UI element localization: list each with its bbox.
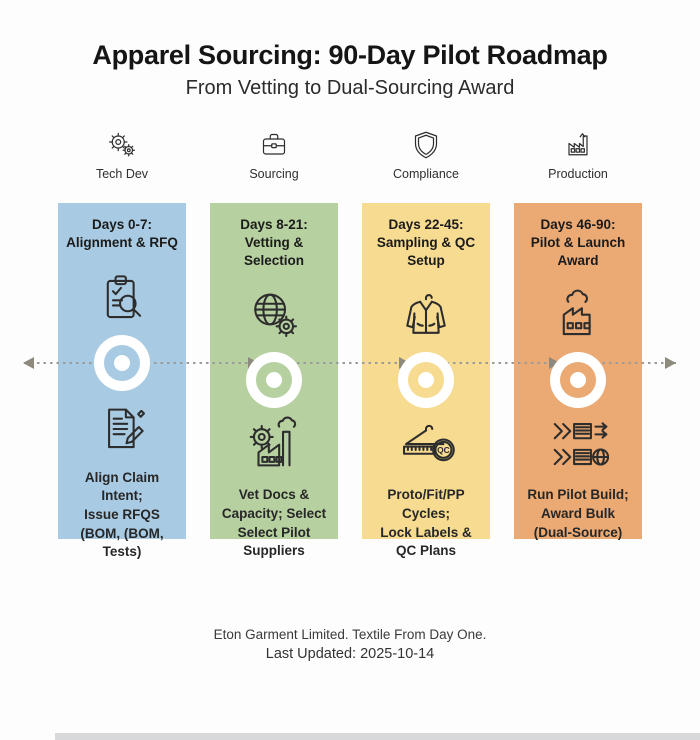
timeline-right-arrow-icon <box>665 357 676 369</box>
phase-heading: Days 0-7: Alignment & RFQ <box>66 217 178 250</box>
category-tech-dev: Tech Dev <box>58 126 186 181</box>
factory-smoke-icon <box>522 284 634 348</box>
page-title: Apparel Sourcing: 90-Day Pilot Roadmap <box>92 40 608 70</box>
timeline-node <box>398 352 454 409</box>
page-header: Apparel Sourcing: 90-Day Pilot Roadmap F… <box>0 40 700 100</box>
category-compliance: Compliance <box>362 126 490 181</box>
timeline-node-ring <box>256 362 292 399</box>
phase-description: Run Pilot Build; Award Bulk (Dual-Source… <box>527 487 629 540</box>
factory-icon <box>514 126 642 164</box>
svg-text:QC: QC <box>437 445 450 455</box>
category-label: Production <box>548 167 608 181</box>
footer-updated-line: Last Updated: 2025-10-14 <box>265 646 435 662</box>
hanger-ruler-qc-icon: QC <box>370 413 482 479</box>
phase-panel-2: Days 8-21: Vetting & Selection <box>210 203 338 558</box>
bottom-edge-strip <box>55 733 700 740</box>
timeline-node-dot <box>418 372 434 389</box>
page-subtitle: From Vetting to Dual-Sourcing Award <box>185 77 515 99</box>
timeline-node-dot <box>570 372 586 389</box>
dual-source-icon <box>522 413 634 479</box>
category-sourcing: Sourcing <box>210 126 338 181</box>
phase-description: Align Claim Intent; Issue RFQS (BOM, (BO… <box>80 469 164 560</box>
category-row: Tech Dev Sourcing Compliance <box>0 126 700 181</box>
timeline-node-dot <box>266 372 282 389</box>
globe-gear-icon <box>218 284 330 348</box>
phase-panel-4: Days 46-90: Pilot & Launch Award <box>514 203 642 540</box>
phase-heading: Days 22-45: Sampling & QC Setup <box>376 217 476 268</box>
footer-company-line: Eton Garment Limited. Textile From Day O… <box>213 627 487 642</box>
timeline-node-ring <box>104 344 140 381</box>
document-pencil-icon <box>66 396 178 462</box>
page-footer: Eton Garment Limited. Textile From Day O… <box>0 627 700 662</box>
timeline-node <box>246 352 302 409</box>
timeline-node <box>94 334 150 391</box>
phase-heading: Days 8-21: Vetting & Selection <box>240 217 308 268</box>
roadmap-board: Days 0-7: Alignment & RFQ <box>0 203 700 559</box>
briefcase-icon <box>210 126 338 164</box>
category-label: Tech Dev <box>95 167 149 181</box>
category-label: Sourcing <box>249 167 299 181</box>
category-production: Production <box>514 126 642 181</box>
clipboard-search-icon <box>66 267 178 331</box>
jacket-hanger-icon <box>370 284 482 348</box>
timeline-node-ring <box>560 362 596 399</box>
phase-description: Vet Docs & Capacity; Select Select Pilot… <box>221 487 327 559</box>
timeline-node-ring <box>408 362 444 399</box>
category-label: Compliance <box>392 167 459 181</box>
phase-panels: Days 0-7: Alignment & RFQ <box>0 203 700 559</box>
timeline-node-dot <box>114 354 130 371</box>
phase-panel-3: Days 22-45: Sampling & QC Setup <box>362 203 490 558</box>
timeline-left-arrow-icon <box>23 357 34 369</box>
phase-description: Proto/Fit/PP Cycles; Lock Labels & QC Pl… <box>380 487 472 559</box>
phase-heading: Days 46-90: Pilot & Launch Award <box>530 217 626 268</box>
timeline-node <box>550 352 606 409</box>
factory-gear-icon <box>218 413 330 479</box>
phase-panel-1: Days 0-7: Alignment & RFQ <box>58 203 186 559</box>
shield-icon <box>362 126 490 164</box>
gears-icon <box>58 126 186 164</box>
